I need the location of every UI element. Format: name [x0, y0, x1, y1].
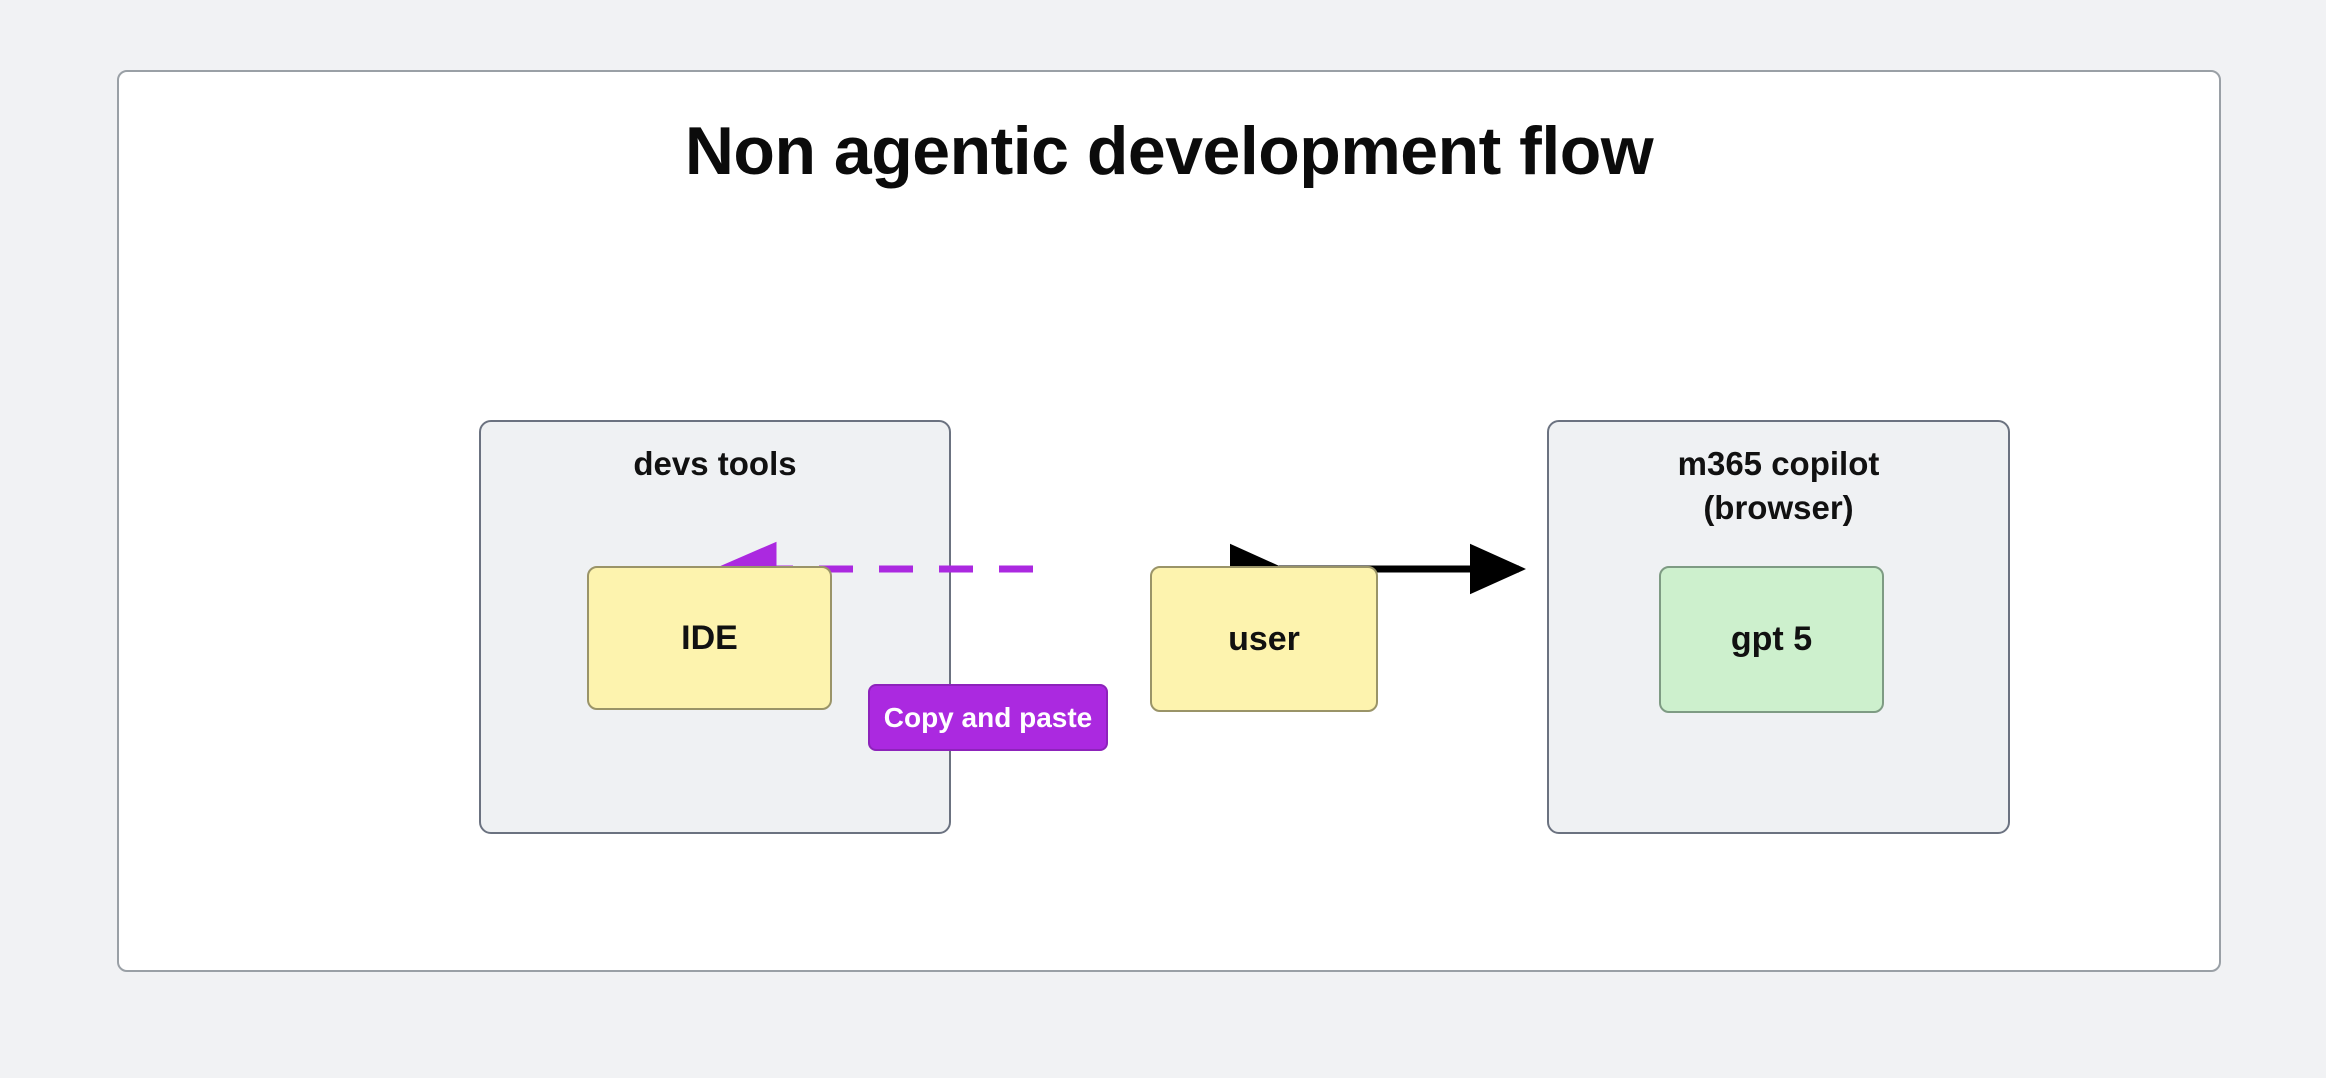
node-ide-label: IDE [681, 618, 738, 657]
subgraph-m365-copilot-label: m365 copilot (browser) [1677, 445, 1880, 526]
page-title: Non agentic development flow [684, 113, 1654, 189]
node-ide[interactable]: IDE [587, 566, 832, 710]
edge-label-copy-and-paste[interactable]: Copy and paste [868, 684, 1108, 751]
node-gpt5-label: gpt 5 [1730, 620, 1813, 658]
subgraph-devs-tools-label: devs tools [633, 445, 797, 482]
diagram-card: Non agentic development flow devs tools … [117, 70, 2221, 972]
node-gpt5[interactable]: gpt 5 [1659, 566, 1884, 713]
node-user-label: user [1228, 619, 1300, 658]
edge-label-copy-and-paste-text: Copy and paste [883, 701, 1093, 733]
node-user[interactable]: user [1150, 566, 1378, 712]
